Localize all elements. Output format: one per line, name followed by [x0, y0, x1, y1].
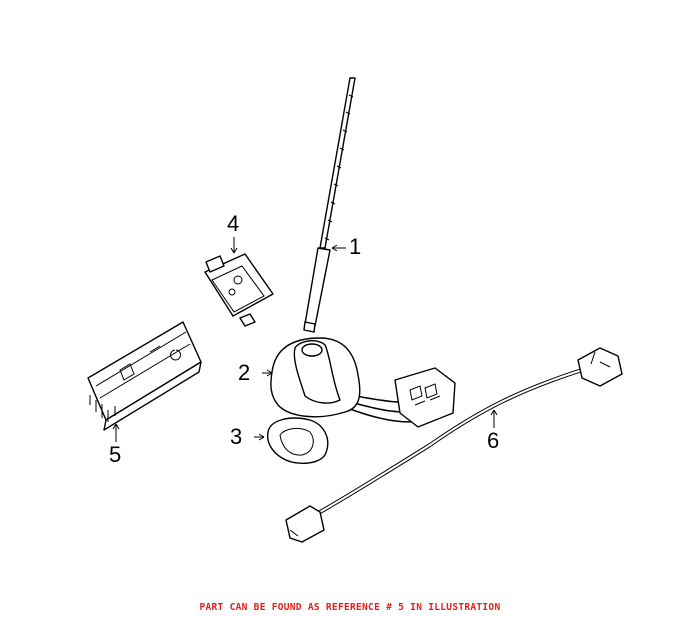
callout-1: 1 — [349, 234, 362, 259]
reference-caption: PART CAN BE FOUND AS REFERENCE # 5 IN IL… — [199, 602, 501, 613]
part-2-antenna-base — [270, 337, 456, 428]
callout-4: 4 — [227, 211, 240, 236]
callout-5: 5 — [109, 442, 122, 467]
part-1-antenna-mast — [303, 77, 356, 333]
part-5-control-module — [87, 321, 202, 431]
leader-lines — [112, 237, 498, 442]
part-4-amplifier-module — [204, 253, 274, 327]
part-3-gasket — [266, 417, 329, 464]
callout-6: 6 — [487, 428, 500, 453]
part-6-cable — [285, 347, 623, 543]
callout-2: 2 — [238, 360, 251, 385]
callout-3: 3 — [230, 424, 243, 449]
